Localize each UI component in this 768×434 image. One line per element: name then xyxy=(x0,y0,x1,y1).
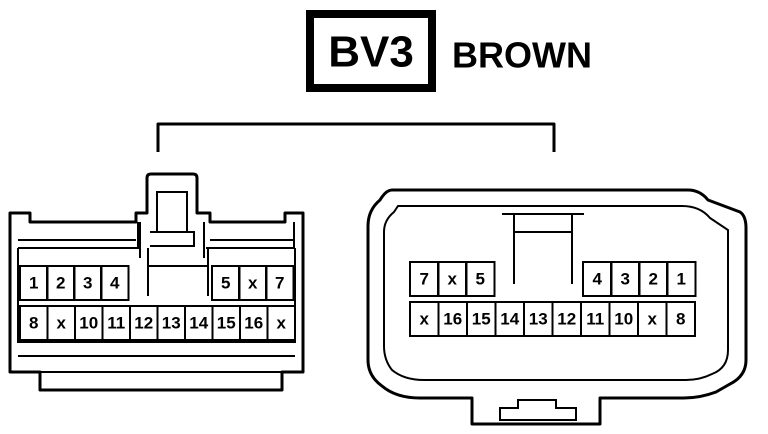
right-cavity xyxy=(465,261,496,297)
right-pin-label: 2 xyxy=(649,270,658,289)
right-latch-tab xyxy=(499,399,577,421)
right-pin-label: 13 xyxy=(529,310,548,329)
right-cavity xyxy=(666,261,697,297)
left-pin-label: 13 xyxy=(162,314,181,333)
left-pin-label: 2 xyxy=(56,274,65,293)
left-pin-label: 14 xyxy=(189,314,208,333)
left-pin-label: x xyxy=(57,314,67,333)
left-cavity xyxy=(100,265,130,301)
left-bottom-bar xyxy=(18,355,295,373)
left-pin-label: 15 xyxy=(217,314,236,333)
left-pin-label: x xyxy=(277,314,287,333)
left-connector-body xyxy=(8,172,305,392)
right-pin-label: 16 xyxy=(443,310,462,329)
right-pin-label: 5 xyxy=(476,270,485,289)
right-connector-inner xyxy=(383,205,729,381)
left-cavity xyxy=(266,305,296,341)
left-rail-top-left xyxy=(18,222,139,249)
left-pin-label: 8 xyxy=(29,314,38,333)
right-pin-label: 8 xyxy=(676,310,685,329)
right-pin-label: 15 xyxy=(472,310,491,329)
left-pin-label: 10 xyxy=(79,314,98,333)
right-pin-label: x xyxy=(448,270,458,289)
left-pin-label: 7 xyxy=(275,274,284,293)
left-cavity-grid xyxy=(19,265,296,341)
left-pin-label: 12 xyxy=(134,314,153,333)
left-center-slot xyxy=(147,248,209,296)
right-pin-label: x xyxy=(420,310,430,329)
left-latch xyxy=(150,191,195,247)
left-pin-label: x xyxy=(248,274,258,293)
title-block: BV3 BROWN xyxy=(306,10,592,92)
left-pin-label: 16 xyxy=(244,314,263,333)
right-pin-label: 7 xyxy=(420,270,429,289)
left-pin-label: 1 xyxy=(29,274,38,293)
right-pin-label: 12 xyxy=(557,310,576,329)
right-key-slot xyxy=(502,213,584,284)
left-cavity-frame xyxy=(17,248,296,343)
connector-id-box-inner xyxy=(314,18,428,84)
left-rail-top-right xyxy=(206,222,295,249)
right-pin-label: 10 xyxy=(614,310,633,329)
right-cavity xyxy=(665,301,696,337)
right-pin-label: 1 xyxy=(677,270,686,289)
view-bracket xyxy=(156,122,556,152)
left-cavity xyxy=(265,265,295,301)
right-pin-label: 11 xyxy=(586,310,604,329)
left-pin-label: 5 xyxy=(221,274,230,293)
left-pin-label: 3 xyxy=(83,274,92,293)
right-connector-body xyxy=(366,188,748,426)
right-pin-label: x xyxy=(648,310,658,329)
connector-id: BV3 xyxy=(328,28,414,77)
right-pin-label: 14 xyxy=(500,310,519,329)
right-cavity-grid xyxy=(409,261,697,337)
connector-color: BROWN xyxy=(452,35,592,76)
left-latch-arms xyxy=(139,222,205,258)
left-pin-label: 4 xyxy=(110,274,120,293)
right-pin-label: 3 xyxy=(621,270,630,289)
left-pin-label: 11 xyxy=(107,314,125,333)
right-pin-label: 4 xyxy=(593,270,603,289)
